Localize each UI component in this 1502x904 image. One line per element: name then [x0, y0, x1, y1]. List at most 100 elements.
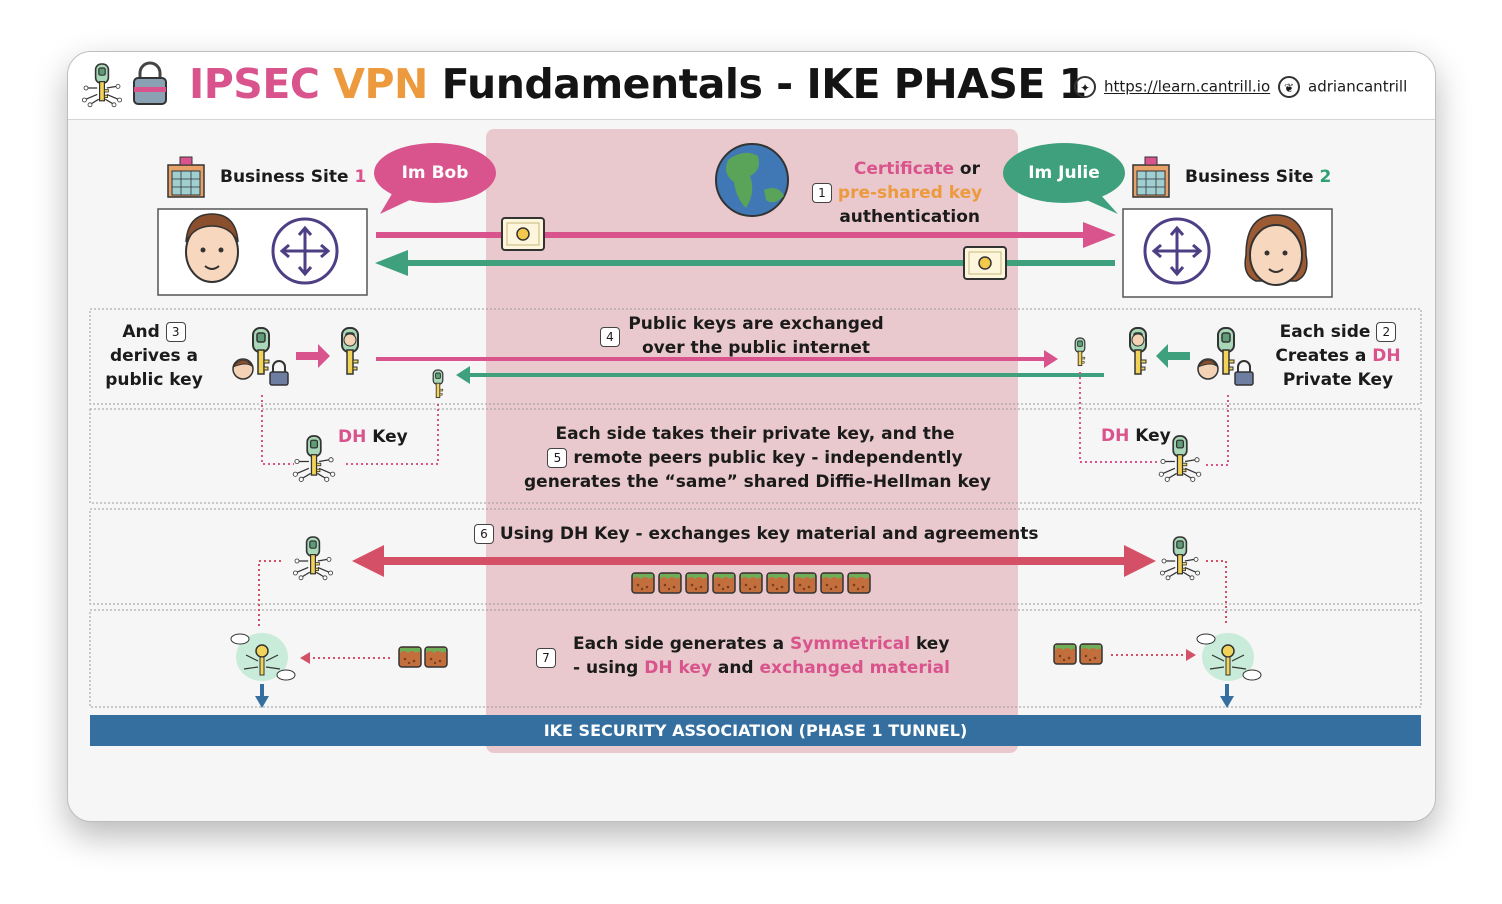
public-key-icon-right [1129, 327, 1147, 375]
julie-speech-text: Im Julie [1028, 163, 1100, 183]
step3-line1: And [122, 322, 160, 342]
compass-icon: ✦ [1074, 76, 1096, 98]
section-public-keys [89, 308, 1422, 405]
public-internet-panel [486, 129, 1018, 753]
step1-psk: pre-shared key [837, 183, 983, 203]
material-blocks-right [1053, 643, 1103, 665]
title-rest: Fundamentals - IKE PHASE 1 [441, 60, 1088, 108]
step3-line3: public key [105, 370, 203, 390]
step3-line2: derives a [109, 346, 199, 366]
step2-line1: Each side [1279, 322, 1371, 342]
step1-certificate: Certificate [853, 159, 954, 179]
step7-l1b: Symmetrical [790, 634, 911, 654]
step1-number: 1 [812, 183, 832, 203]
diagram-graphics [68, 61, 1422, 753]
dh-key-icon-left-2 [293, 537, 332, 580]
site1-label-text: Business Site [220, 167, 349, 187]
twitter-handle[interactable]: adriancantrill [1308, 77, 1408, 96]
dh-connector-left [261, 395, 439, 465]
diagram-card: IPSEC VPN Fundamentals - IKE PHASE 1 ✦ ht… [67, 51, 1436, 822]
down-arrow-right [1220, 684, 1234, 708]
step2-text: Each side 2 Creates a DH Private Key [1273, 320, 1403, 392]
site2-number: 2 [1319, 167, 1332, 187]
step2-line2a: Creates a [1275, 346, 1367, 366]
key-material-blocks [631, 572, 871, 594]
dh-to-sym-connector-right [1206, 560, 1227, 624]
dh-label-left-key: Key [372, 427, 408, 447]
private-key-icon-right [1217, 327, 1235, 375]
step6-label: Using DH Key - exchanges key material an… [499, 524, 1039, 544]
bob-speech-text: Im Bob [401, 163, 469, 183]
site2-label: Business Site 2 [1185, 167, 1331, 187]
ike-tunnel-bar: IKE SECURITY ASSOCIATION (PHASE 1 TUNNEL… [90, 715, 1421, 746]
certificate-icon-1 [501, 217, 545, 251]
twitter-link[interactable]: ❦ adriancantrill [1278, 76, 1407, 98]
lock-icon-right [1234, 360, 1254, 386]
site1-number: 1 [354, 167, 367, 187]
building-icon-site2 [1132, 156, 1170, 198]
bird-icon: ❦ [1278, 76, 1300, 98]
bob-avatar [185, 213, 239, 283]
section-key-material [89, 508, 1422, 605]
website-link[interactable]: ✦ https://learn.cantrill.io [1074, 76, 1270, 98]
globe-icon [715, 143, 789, 217]
private-key-icon-left [252, 327, 270, 375]
auth-arrow-left [375, 250, 1115, 276]
lock-icon-left [269, 360, 289, 386]
step4-number: 4 [600, 327, 620, 347]
step2-line3: Private Key [1282, 370, 1394, 390]
dh-key-icon-right-2 [1160, 537, 1199, 580]
bob-speech-bubble [374, 143, 496, 214]
page-title: IPSEC VPN Fundamentals - IKE PHASE 1 [189, 60, 1087, 108]
step5-line2: remote peers public key - independently [573, 448, 963, 468]
dh-label-right-key: Key [1135, 426, 1171, 446]
step7-l2b: DH key [644, 658, 712, 678]
step1-text: Certificate or 1 pre-shared key authenti… [812, 157, 983, 229]
step2-line2b: DH [1372, 346, 1401, 366]
logo-lock-icon [133, 61, 167, 105]
step7-l2d: exchanged material [759, 658, 950, 678]
step4-line1: Public keys are exchanged [628, 314, 884, 334]
step7-number: 7 [536, 648, 556, 668]
website-url[interactable]: https://learn.cantrill.io [1104, 77, 1271, 96]
dh-label-left-dh: DH [338, 427, 367, 447]
step5-line3: generates the “same” shared Diffie-Hellm… [524, 472, 991, 492]
step2-number: 2 [1376, 322, 1397, 342]
router-icon-site1 [271, 217, 339, 285]
step7-l1a: Each side generates a [573, 634, 785, 654]
derive-arrow-left [296, 344, 330, 368]
dh-key-label-left: DH Key [338, 427, 408, 447]
certificate-icon-2 [963, 246, 1007, 280]
step5-text: Each side takes their private key, and t… [524, 422, 991, 494]
symmetrical-key-icon-left [230, 632, 296, 682]
title-ipsec: IPSEC [189, 60, 320, 108]
step5-number: 5 [547, 448, 568, 468]
section-dh-key [89, 408, 1422, 504]
public-key-icon-left [341, 327, 359, 375]
step7-text: Each side generates a Symmetrical key - … [573, 632, 950, 680]
remote-pubkey-icon-left [432, 369, 444, 399]
step1-auth: authentication [839, 207, 980, 227]
step3-text: And 3 derives a public key [104, 320, 204, 392]
remote-pubkey-icon-right [1074, 337, 1086, 367]
julie-avatar [1244, 214, 1308, 286]
header-bar [68, 52, 1435, 120]
site2-label-text: Business Site [1185, 167, 1314, 187]
step1-or: or [959, 159, 980, 179]
step7-l1c: key [915, 634, 950, 654]
material-blocks-left [398, 646, 448, 668]
logo-key-icon [82, 64, 121, 107]
building-icon-site1 [167, 156, 205, 198]
section-symmetrical [89, 609, 1422, 708]
down-arrow-left [255, 684, 269, 708]
step6-number: 6 [474, 524, 494, 544]
dh-connector-right [1079, 372, 1229, 466]
dh-key-label-right: DH Key [1101, 426, 1171, 446]
title-vpn: VPN [333, 60, 428, 108]
symmetrical-key-icon-right [1196, 632, 1262, 682]
auth-arrow-right [376, 222, 1116, 248]
step4-line2: over the public internet [641, 338, 871, 358]
step3-number: 3 [165, 322, 186, 342]
step7-l2c: and [717, 658, 754, 678]
site1-label: Business Site 1 [220, 167, 366, 187]
